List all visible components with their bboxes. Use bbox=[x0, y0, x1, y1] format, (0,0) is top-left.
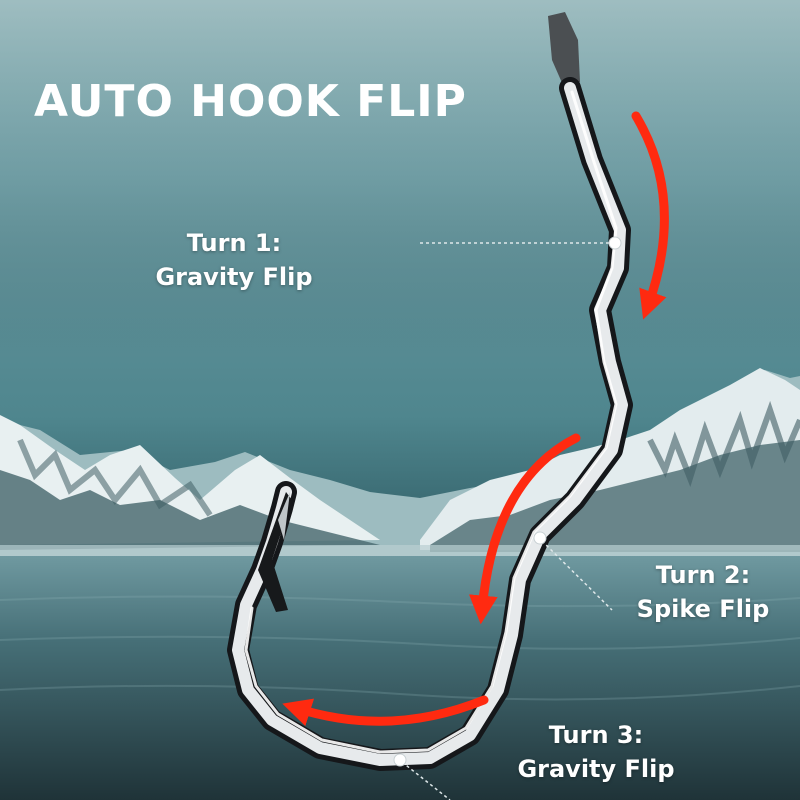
rock-streaks bbox=[647, 400, 800, 488]
turn-2-label: Turn 2: Spike Flip bbox=[618, 558, 788, 626]
hook-highlight bbox=[244, 90, 618, 754]
turn-1-title: Turn 1: bbox=[186, 229, 282, 257]
turn-3-label: Turn 3: Gravity Flip bbox=[498, 718, 694, 786]
turn-1-arrow bbox=[631, 111, 669, 320]
turn-2-title: Turn 2: bbox=[655, 561, 751, 589]
hook-shank-outline bbox=[227, 77, 633, 771]
turn-2-arrow bbox=[468, 433, 581, 625]
turn-3-marker bbox=[393, 753, 407, 767]
water-ripples bbox=[0, 595, 800, 701]
turn-3-leader bbox=[401, 761, 451, 800]
hook-eye bbox=[548, 12, 580, 92]
turn-3-description: Gravity Flip bbox=[517, 755, 675, 783]
turn-2-leader bbox=[541, 540, 613, 611]
turn-3-title: Turn 3: bbox=[548, 721, 644, 749]
turn-1-description: Gravity Flip bbox=[155, 263, 313, 291]
headline: AUTO HOOK FLIP bbox=[34, 76, 467, 127]
turn-3-arrow bbox=[282, 695, 489, 727]
turn-1-marker bbox=[608, 236, 622, 250]
turn-2-description: Spike Flip bbox=[636, 595, 770, 623]
sky-haze bbox=[0, 0, 800, 360]
turn-1-label: Turn 1: Gravity Flip bbox=[136, 226, 332, 294]
turn-2-marker bbox=[533, 531, 547, 545]
shoreline bbox=[0, 545, 800, 559]
rock-streaks-left bbox=[17, 438, 213, 517]
rock-shadows-right bbox=[430, 440, 800, 552]
hook-point bbox=[278, 492, 290, 540]
hook-shank bbox=[232, 82, 628, 766]
